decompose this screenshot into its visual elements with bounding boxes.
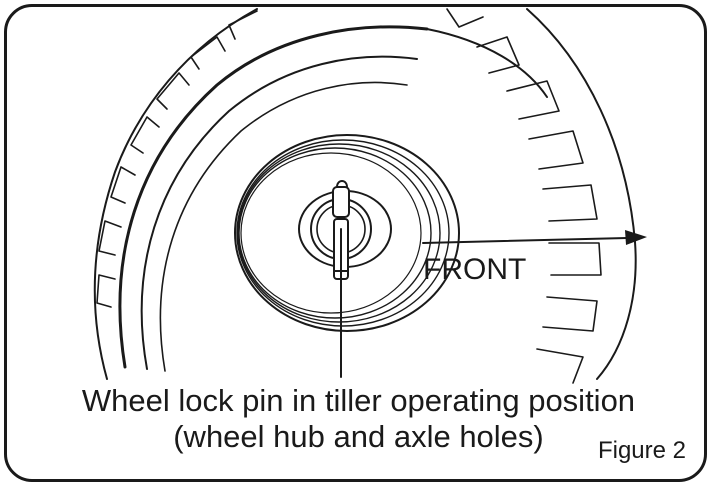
wheel-illustration <box>93 8 647 384</box>
figure-frame: FRONT Wheel lock pin in tiller operating… <box>4 4 707 482</box>
wheel-lock-pin <box>332 180 350 280</box>
tread-lugs-left <box>96 10 258 308</box>
rim-inner-2 <box>159 81 408 372</box>
front-label: FRONT <box>423 253 527 286</box>
rim-inner <box>140 55 418 370</box>
caption-line-2: (wheel hub and axle holes) <box>173 419 544 454</box>
rim-outer-right <box>426 28 548 98</box>
tire-outer-edge-right <box>526 8 637 380</box>
tread-lugs-right <box>446 8 602 384</box>
tire-outer-edge <box>93 8 258 380</box>
caption-line-1: Wheel lock pin in tiller operating posit… <box>81 383 636 418</box>
front-arrowhead <box>625 230 647 245</box>
figure-label: Figure 2 <box>597 437 686 464</box>
front-arrow-line <box>422 237 628 244</box>
rim-outer <box>118 25 429 369</box>
